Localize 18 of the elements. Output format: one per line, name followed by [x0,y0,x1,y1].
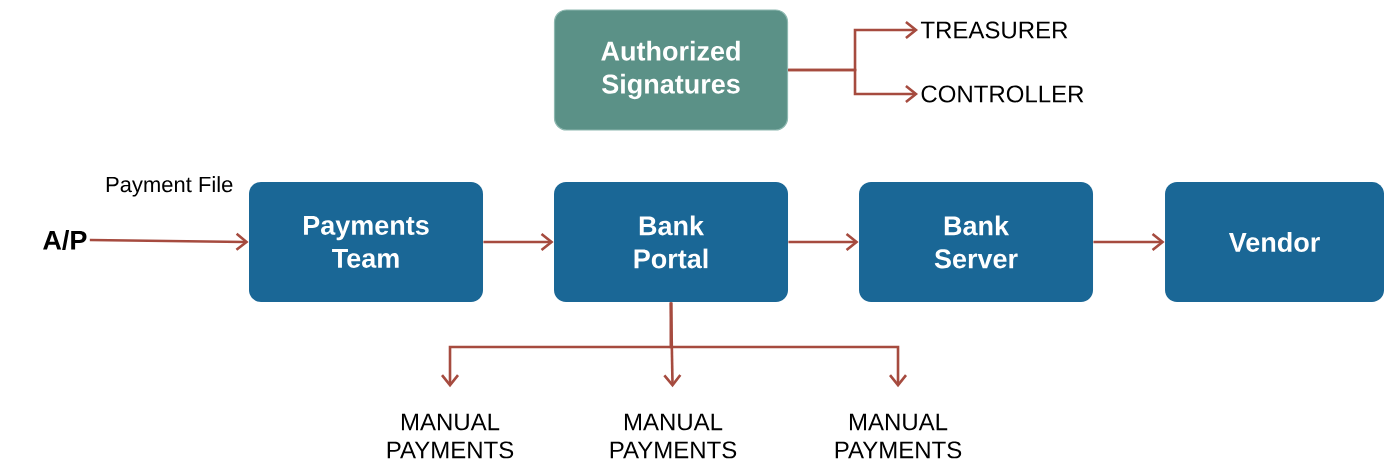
process-box: Payments Team [249,182,483,302]
output-label: MANUAL PAYMENTS [835,413,962,459]
arrow [483,233,554,252]
process-box: Bank Server [859,182,1093,302]
process-box: Bank Portal [554,182,788,302]
arrow [89,232,249,251]
output-label: MANUAL PAYMENTS [387,413,514,459]
signature-box: Authorized Signatures [553,9,789,131]
arrow [1093,233,1165,252]
arrow [788,233,859,252]
arrow [788,68,919,103]
role-label: CONTROLLER [921,85,1084,103]
output-label: MANUAL PAYMENTS [610,413,737,459]
edge-label: Payment File [106,176,233,197]
source-label: A/P [43,229,87,251]
arrow [669,302,908,388]
process-box: Vendor [1165,182,1384,302]
role-label: TREASURER [920,21,1068,39]
